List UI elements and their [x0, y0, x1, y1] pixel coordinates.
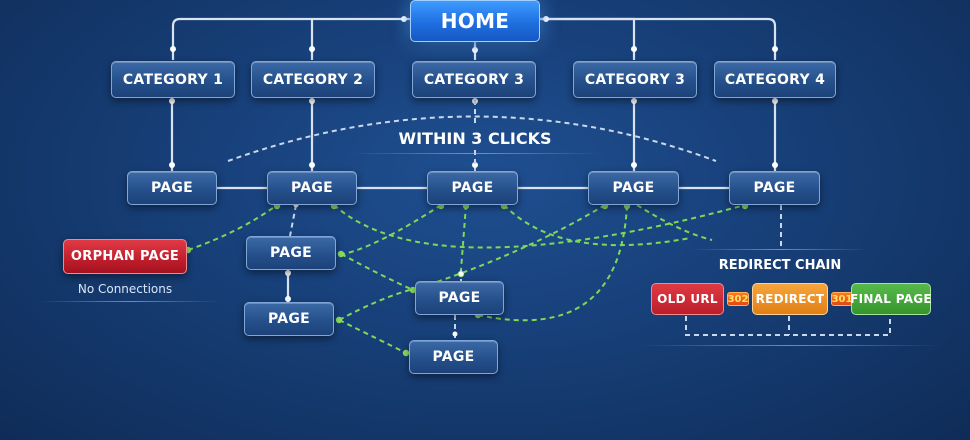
page-node-7: PAGE: [244, 302, 334, 336]
link-home-cat1: [171, 17, 410, 60]
internal-links: [187, 204, 746, 354]
page-node-2: PAGE: [267, 171, 357, 205]
link-home-cat3b: [540, 17, 636, 60]
redirect-code-301: 301: [831, 292, 853, 306]
final-page-node: FINAL PAGE: [850, 283, 932, 315]
orphan-underline: [40, 301, 220, 302]
page-node-5: PAGE: [729, 171, 820, 205]
page-node-6: PAGE: [246, 236, 336, 270]
link-pd-p6: [338, 319, 407, 354]
link-p3-p5: [460, 204, 467, 271]
category-4-node: CATEGORY 4: [714, 61, 836, 98]
home-link-dots: [170, 16, 778, 53]
category-3b-node: CATEGORY 3: [573, 61, 697, 98]
within-clicks-label: WITHIN 3 CLICKS: [398, 128, 552, 148]
old-url-node: OLD URL: [651, 283, 724, 315]
home-node: HOME: [410, 0, 540, 42]
orphan-caption: No Connections: [77, 282, 173, 296]
orphan-connector: [187, 204, 278, 251]
link-p3-pc: [343, 204, 442, 255]
category-link-dots: [169, 98, 778, 302]
page-node-9: PAGE: [409, 340, 498, 374]
link-pc-p5: [340, 253, 414, 291]
link-pd-p5: [338, 288, 414, 321]
link-p2-curve: [333, 204, 746, 249]
redirect-bracket: [685, 316, 891, 336]
page2-to-page3-vert: [289, 204, 297, 237]
page-node-1: PAGE: [127, 171, 217, 205]
page-node-8: PAGE: [415, 281, 504, 315]
white-node-dots: [293, 202, 464, 337]
category-2-node: CATEGORY 2: [251, 61, 375, 98]
within-clicks-underline: [350, 153, 600, 154]
page-node-3: PAGE: [427, 171, 518, 205]
link-p4-right: [636, 204, 713, 241]
category-1-node: CATEGORY 1: [111, 61, 235, 98]
redirect-base-underline: [640, 345, 940, 346]
orphan-page-node: ORPHAN PAGE: [63, 239, 187, 274]
link-p3-right: [503, 204, 691, 247]
redirect-chain-title: REDIRECT CHAIN: [718, 257, 842, 273]
redirect-title-underline: [690, 249, 870, 250]
page-node-4: PAGE: [588, 171, 679, 205]
category-3-node: CATEGORY 3: [412, 61, 536, 98]
redirect-node: REDIRECT: [752, 283, 828, 315]
redirect-code-302: 302: [727, 292, 749, 306]
link-home-cat4: [540, 17, 777, 60]
link-p5-right: [477, 204, 628, 322]
